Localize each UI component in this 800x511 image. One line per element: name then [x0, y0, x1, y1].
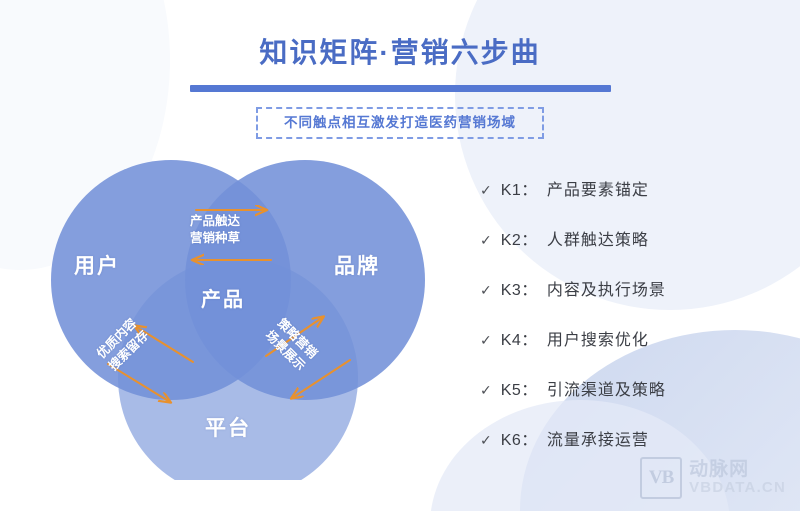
arrow-label-user-brand: 产品触达 营销种草 — [190, 213, 240, 247]
watermark-text: 动脉网 VBDATA.CN — [689, 460, 786, 496]
arrow-label-line1: 产品触达 — [190, 214, 241, 228]
key-point-text: 引流渠道及策略 — [546, 382, 666, 399]
list-item: ✓ K3： 内容及执行场景 — [480, 276, 760, 326]
watermark-name-cn: 动脉网 — [689, 459, 750, 481]
list-item: ✓ K1： 产品要素锚定 — [480, 176, 760, 226]
list-item: ✓ K6： 流量承接运营 — [480, 426, 760, 476]
watermark-logo-icon: VB — [640, 457, 683, 499]
check-icon: ✓ — [480, 182, 492, 198]
venn-label-platform: 平台 — [205, 417, 251, 440]
venn-circles — [51, 160, 425, 480]
arrow-user-to-platform — [107, 363, 170, 402]
key-point-text: 产品要素锚定 — [546, 182, 649, 199]
check-icon: ✓ — [480, 282, 492, 298]
arrow-platform-to-user — [135, 326, 194, 363]
check-icon: ✓ — [480, 432, 492, 448]
venn-label-user: 用户 — [74, 255, 120, 278]
arrow-label-line2: 营销种草 — [190, 230, 241, 245]
check-icon: ✓ — [480, 382, 492, 398]
key-point-key: K6： — [500, 432, 538, 449]
arrow-platform-to-brand — [265, 317, 323, 357]
venn-diagram: 用户 品牌 平台 产品 产品触达 营销种草 优质内容 搜索留存 策略营销 场景展… — [38, 150, 438, 480]
key-point-key: K5： — [500, 382, 538, 399]
list-item: ✓ K2： 人群触达策略 — [480, 226, 760, 276]
key-point-text: 流量承接运营 — [546, 432, 649, 449]
key-point-text: 用户搜索优化 — [546, 332, 649, 349]
venn-label-brand: 品牌 — [334, 255, 380, 278]
list-item: ✓ K5： 引流渠道及策略 — [480, 376, 760, 426]
watermark-name-en: VBDATA.CN — [689, 479, 786, 497]
key-point-list: ✓ K1： 产品要素锚定 ✓ K2： 人群触达策略 ✓ K3： 内容及执行场景 … — [480, 176, 760, 476]
key-point-text: 人群触达策略 — [546, 232, 649, 249]
check-icon: ✓ — [480, 232, 492, 248]
list-item: ✓ K4： 用户搜索优化 — [480, 326, 760, 376]
title-underline — [189, 84, 611, 92]
key-point-key: K3： — [500, 282, 538, 299]
watermark: VB 动脉网 VBDATA.CN — [640, 457, 786, 499]
arrow-brand-to-platform — [292, 359, 351, 398]
venn-circle-platform — [118, 258, 358, 480]
subtitle-badge: 不同触点相互激发打造医药营销场域 — [256, 106, 544, 140]
venn-arrows — [107, 210, 351, 402]
venn-label-product: 产品 — [201, 289, 245, 311]
slide-header: 知识矩阵·营销六步曲 不同触点相互激发打造医药营销场域 — [0, 0, 800, 140]
page-title: 知识矩阵·营销六步曲 — [259, 37, 541, 68]
key-point-key: K1： — [500, 182, 538, 199]
key-point-key: K4： — [500, 332, 538, 349]
venn-svg — [51, 160, 425, 480]
check-icon: ✓ — [480, 332, 492, 348]
key-point-text: 内容及执行场景 — [546, 282, 666, 299]
key-point-key: K2： — [500, 232, 538, 249]
